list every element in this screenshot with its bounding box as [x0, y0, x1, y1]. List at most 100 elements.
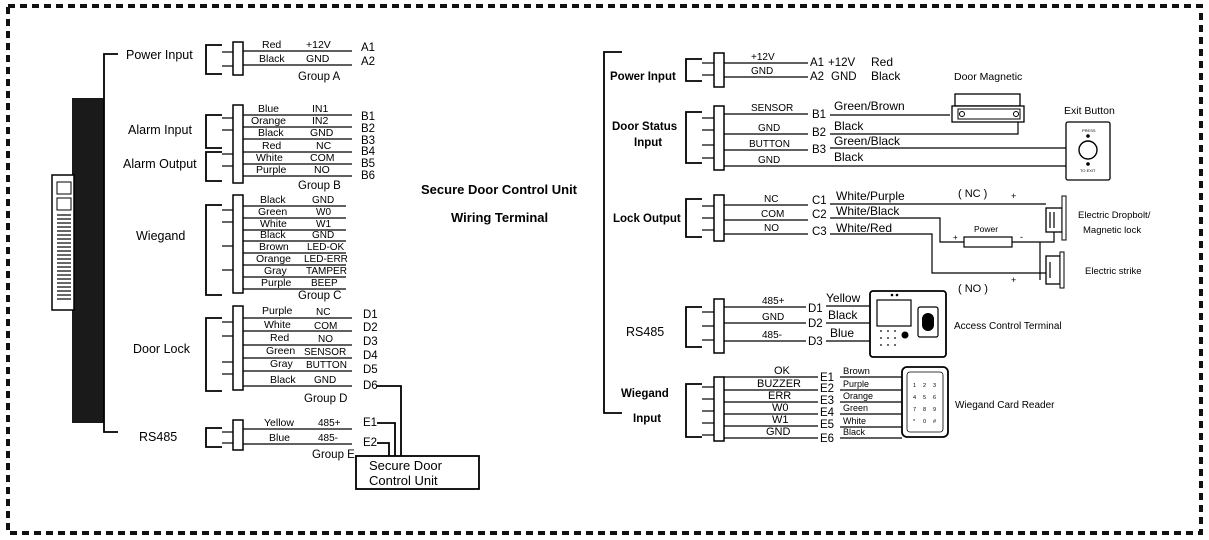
left-group-bracket: [103, 53, 118, 433]
wire-e1-to-unit: [377, 422, 396, 456]
terminal-id: D2: [363, 322, 378, 334]
wire-color: White/Purple: [836, 189, 905, 203]
wire-signal: GND: [312, 195, 334, 206]
wire-signal: IN2: [312, 115, 329, 127]
terminal-id: D6: [363, 380, 378, 392]
power-supply: [963, 236, 1013, 248]
terminal-id: D5: [363, 364, 378, 376]
dashed-border: [6, 4, 1203, 535]
wire-signal: COM: [310, 152, 335, 164]
terminal-id: B3: [361, 135, 375, 147]
wire-signal: IN1: [312, 103, 329, 115]
wire-color: White: [256, 152, 283, 164]
terminal-id: C1: [812, 195, 827, 207]
wire-d6-to-unit: [377, 385, 402, 456]
label-wiegand-2: Input: [633, 413, 661, 425]
exit-press-text: PRESS: [1082, 128, 1096, 133]
keypad-key: 3: [933, 383, 936, 389]
wire-color: Black: [260, 194, 286, 206]
keypad-key: 4: [913, 395, 916, 401]
label-door-status-2: Input: [634, 137, 662, 149]
wire-signal: +12V: [751, 52, 775, 63]
terminal-id: A1: [810, 57, 824, 69]
keypad-key: 6: [933, 395, 936, 401]
keypad-key: #: [933, 419, 937, 425]
bracket-rs485: [205, 427, 222, 448]
wire-signal: GND: [758, 123, 780, 134]
wire-signal: NC: [316, 140, 332, 152]
keypad-key: 9: [933, 407, 936, 413]
wire-signal: NC: [764, 194, 778, 205]
label-alarm-input: Alarm Input: [128, 123, 192, 137]
wire-color: White: [260, 218, 287, 230]
wire-signal: W1: [316, 219, 331, 230]
unit-box: [355, 455, 480, 490]
wire-color: Green/Brown: [834, 99, 905, 113]
terminal-id: D3: [363, 336, 378, 348]
wire-signal: BEEP: [311, 278, 338, 289]
wire-color: Brown: [843, 366, 870, 377]
wire-signal: W0: [772, 402, 789, 414]
wire-signal: BUTTON: [749, 139, 790, 150]
group-b-wiring: Blue IN1 B1 Orange IN2 B2 Black GND B3 R…: [243, 103, 376, 192]
terminal-id: B5: [361, 158, 375, 170]
terminal-id: E2: [820, 383, 834, 395]
terminal-id: E1: [363, 417, 377, 429]
wire-signal: GND: [762, 312, 784, 323]
terminal-id: B1: [812, 109, 826, 121]
wire-signal: BUZZER: [757, 378, 801, 390]
keypad-key: 2: [923, 383, 926, 389]
nc-note: ( NC ): [958, 188, 987, 200]
door-magnetic-label: Door Magnetic: [954, 71, 1022, 83]
wire-signal: GND: [306, 53, 330, 65]
terminal-signal: GND: [831, 71, 857, 83]
label-door-lock: Door Lock: [133, 342, 191, 356]
wire-signal: OK: [774, 365, 791, 377]
terminal-id: E6: [820, 433, 834, 445]
wire-signal: NC: [316, 307, 330, 318]
wire-color: White/Black: [836, 204, 900, 218]
keypad-key: 7: [913, 407, 916, 413]
wire-signal: COM: [314, 321, 337, 332]
wire-signal: GND: [310, 127, 334, 139]
terminal-id: B6: [361, 170, 375, 182]
wire-color: White: [843, 416, 866, 426]
right-rs485: RS485 485+ D1 Yellow GND D2 Black 485- D…: [626, 291, 870, 354]
wire-color: Purple: [261, 277, 292, 289]
wire-color: Brown: [259, 241, 289, 253]
terminal-id: D3: [808, 336, 823, 348]
plus-sign: +: [953, 233, 958, 242]
terminal-id: B2: [812, 127, 826, 139]
label-alarm-output: Alarm Output: [123, 157, 197, 171]
dropbolt-label-1: Electric Dropbolt/: [1078, 210, 1151, 221]
group-name: Group D: [304, 393, 347, 405]
device-side-view: [51, 98, 104, 423]
strike-label: Electric strike: [1085, 266, 1141, 277]
terminal-id: D4: [363, 350, 378, 362]
right-power-input: Power Input +12V A1 +12V Red GND A2 GND …: [610, 52, 901, 88]
group-d-wiring: Purple NC D1 White COM D2 Red NO D3 Gree…: [243, 305, 378, 405]
wire-color: White: [264, 319, 291, 331]
wire-color: Black: [258, 127, 284, 139]
label-power-input: Power Input: [610, 71, 676, 83]
wire-color: Black: [843, 427, 866, 437]
wire-color: Green/Black: [834, 134, 901, 148]
wire-color: Purple: [843, 379, 869, 389]
wire-color: Gray: [270, 358, 294, 370]
terminal-id: C2: [812, 209, 827, 221]
label-lock-output: Lock Output: [613, 213, 681, 225]
dropbolt-label-2: Magnetic lock: [1083, 225, 1141, 236]
group-name: Group A: [298, 71, 341, 83]
keypad-key: 5: [923, 395, 926, 401]
access-terminal-device: Access Control Terminal: [869, 290, 1062, 358]
title-line1: Secure Door Control Unit: [421, 182, 578, 197]
wire-color: Red: [262, 140, 281, 152]
wire-color: Green: [266, 345, 295, 357]
wire-color: White/Red: [836, 221, 892, 235]
wire-signal: COM: [761, 209, 784, 220]
wire-color: Yellow: [826, 291, 861, 305]
wire-signal: SENSOR: [304, 347, 346, 358]
card-reader-device: 1 2 3 4 5 6 7 8 9 * 0 # Wiegand Card Rea…: [901, 366, 1055, 438]
group-a-wiring: Red +12V A1 Black GND A2 Group A: [243, 39, 375, 83]
terminal-label: Access Control Terminal: [954, 321, 1062, 332]
